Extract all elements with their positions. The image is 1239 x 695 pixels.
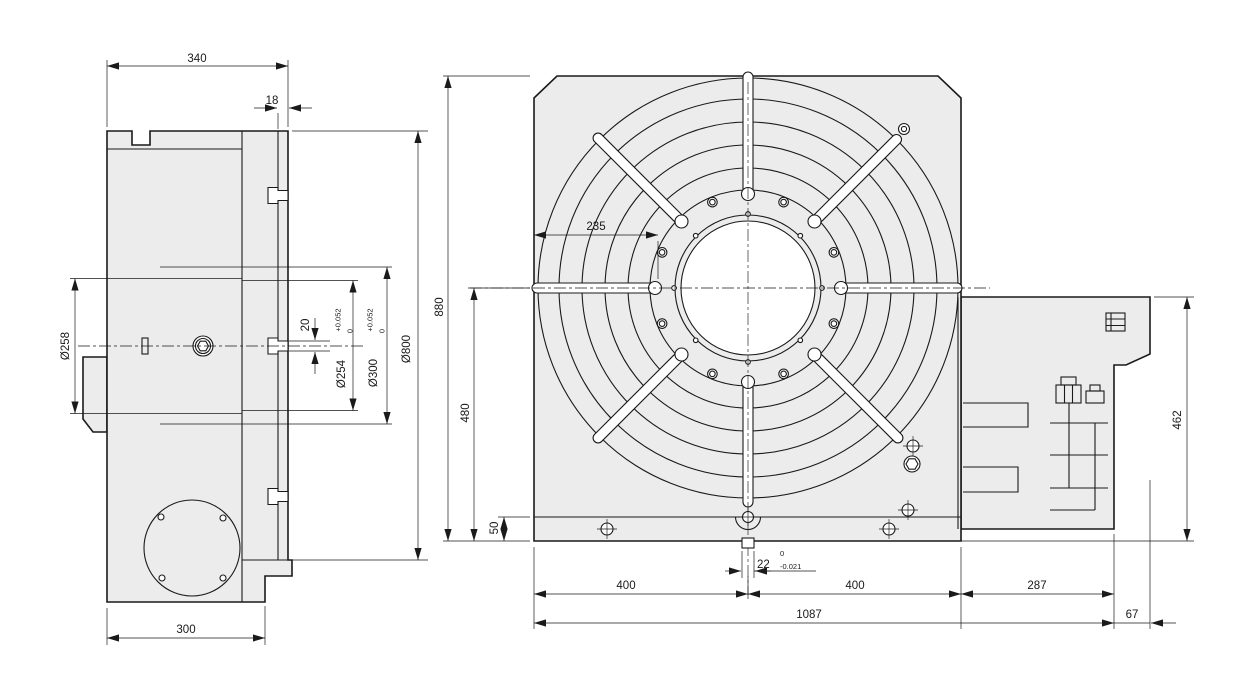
dim-center-height: 480	[460, 287, 530, 541]
side-feature-lines	[70, 266, 392, 425]
flange-bolt-holes	[656, 196, 840, 380]
dim-slot-offset: 235	[534, 221, 659, 279]
dim-drive-length: 287	[961, 534, 1115, 629]
dim-back-spigot-label: Ø258	[60, 332, 72, 360]
flange-pin-holes	[671, 211, 825, 365]
dim-tslot-width: 20	[289, 318, 330, 374]
dim-base-height-label: 50	[489, 522, 501, 535]
dim-back-spigot: Ø258	[60, 278, 79, 414]
dim-spigot-tol-plus: +0.052	[334, 308, 343, 331]
dim-drive-height: 462	[961, 296, 1194, 542]
drive-housing-detail	[963, 312, 1126, 511]
dim-spigot-tol-zero: 0	[346, 329, 355, 333]
side-view: 340 18 Ø258 20 Ø254 +0.052 0	[60, 53, 428, 645]
dim-bolt-left-label: 400	[616, 580, 635, 592]
dim-base-height: 50	[489, 516, 530, 541]
dim-key-tol-upper: 0	[780, 549, 784, 558]
dim-overhang-label: 67	[1126, 609, 1139, 621]
dim-base-depth-label: 300	[176, 624, 195, 636]
dim-pilot-tol-plus: +0.052	[366, 308, 375, 331]
dim-key-width-label: 22	[757, 559, 770, 571]
dim-drive-length-label: 287	[1027, 580, 1046, 592]
dim-faceplate-thickness: 18	[254, 95, 312, 129]
dim-pilot: Ø300 +0.052 0	[366, 267, 391, 424]
dim-key-tol-lower: -0.021	[780, 562, 801, 571]
dim-drive-height-label: 462	[1172, 410, 1184, 429]
dim-slot-offset-label: 235	[586, 221, 605, 233]
mounting-hole-marks	[597, 436, 923, 539]
dim-bolt-right: 400	[748, 547, 962, 629]
side-body-outline	[106, 130, 293, 603]
dim-side-width-label: 340	[187, 53, 206, 65]
dim-bolt-left: 400	[533, 547, 749, 629]
dim-overall-height-label: 880	[434, 297, 446, 316]
dim-side-width: 340	[106, 53, 289, 127]
dim-pilot-label: Ø300	[368, 359, 380, 387]
dim-table-dia-label: Ø800	[401, 335, 413, 363]
dim-pilot-tol-zero: 0	[378, 329, 387, 333]
dim-overall-width-label: 1087	[796, 609, 822, 621]
dim-spigot-label: Ø254	[336, 359, 348, 388]
drive-housing-outline	[960, 296, 1151, 530]
tab-bolt	[1105, 312, 1126, 332]
dim-table-dia: Ø800	[292, 130, 428, 561]
dim-key-width: 22 0 -0.021	[725, 549, 816, 578]
side-clamp-lug	[82, 356, 108, 433]
front-view: 880 480 50 235 22 0 -0.021	[434, 71, 1194, 629]
dim-bolt-right-label: 400	[845, 580, 864, 592]
dim-faceplate-thickness-label: 18	[266, 95, 279, 107]
hex-plug	[903, 455, 921, 473]
key-block	[741, 537, 755, 549]
dim-spigot: Ø254 +0.052 0	[334, 280, 357, 411]
dim-overhang: 67	[1114, 480, 1176, 629]
motor-cover	[143, 499, 241, 597]
dim-overall-width: 1087	[534, 609, 1114, 627]
bottom-keyway	[734, 508, 762, 549]
dim-center-height-label: 480	[460, 403, 472, 422]
dim-tslot-width-label: 20	[300, 319, 312, 332]
dim-overall-height: 880	[434, 75, 530, 542]
dim-base-depth: 300	[106, 606, 266, 645]
